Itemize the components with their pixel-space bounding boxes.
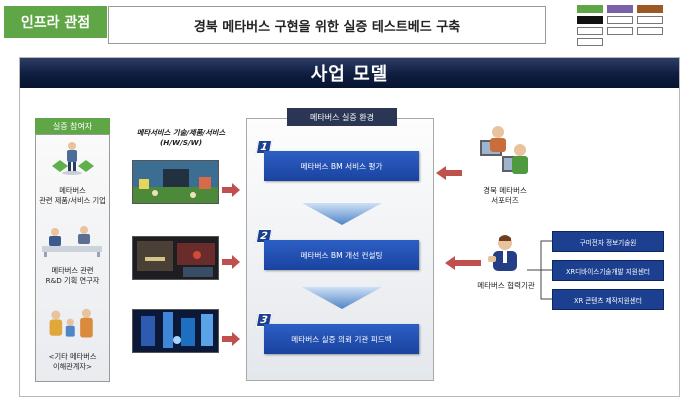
legend-swatch-blank [607, 27, 633, 35]
participant-label-line2: 이해관계자> [52, 362, 93, 371]
participant-label-line2: 관련 제품/서비스 기업 [39, 196, 106, 205]
partner-org-3: XR 콘텐츠 제작지원센터 [552, 289, 664, 310]
legend-swatch-blank [637, 27, 663, 35]
partners-label: 메타버스 협력기관 [477, 281, 535, 290]
participant-label-researchers: 메타버스 관련 R&D 기획 연구자 [35, 266, 110, 286]
step-box-3: 메타버스 실증 의뢰 기관 피드백 [264, 324, 419, 354]
step-box-1: 메타버스 BM 서비스 평가 [264, 151, 419, 181]
legend-swatch-blank [607, 16, 633, 24]
partner-org-2: XR디바이스기술개발 지원센터 [552, 260, 664, 281]
business-model-frame: 사업 모델 [19, 57, 680, 397]
supporters-label-line1: 경북 메타버스 [483, 186, 527, 195]
participant-label-line1: 메타버스 관련 [51, 266, 94, 275]
legend-swatch-black [577, 16, 603, 24]
legend-swatch-brown [637, 5, 663, 13]
page-title: 경북 메타버스 구현을 위한 실증 테스트베드 구축 [108, 6, 546, 44]
arrow-down-icon [302, 203, 382, 225]
perspective-tag: 인프라 관점 [4, 6, 107, 38]
metaverse-scene-image [133, 310, 218, 352]
partner-org-1: 구미전자 정보기술원 [552, 231, 664, 252]
arrow-down-icon [302, 287, 382, 309]
participants-header: 실증 참여자 [35, 118, 110, 134]
participant-label-stakeholders: <기타 메타버스 이해관계자> [35, 352, 110, 372]
legend-swatch-purple [607, 5, 633, 13]
supporters-label-line2: 서포터즈 [491, 196, 519, 205]
legend-swatch-green [577, 5, 603, 13]
metaverse-scene-image [133, 161, 218, 203]
participant-label-line2: R&D 기획 연구자 [45, 276, 100, 285]
supporters-label: 경북 메타버스 서포터즈 [470, 186, 540, 206]
arrow-right-icon [222, 183, 240, 197]
tech-title-line2: (H/W/S/W) [159, 138, 203, 147]
tech-thumbnail-2 [132, 236, 219, 280]
step-box-2: 메타버스 BM 개선 컨설팅 [264, 240, 419, 270]
participant-label-companies: 메타버스 관련 제품/서비스 기업 [35, 186, 110, 206]
legend-swatch-blank [577, 38, 603, 46]
tech-column-title: 메타서비스 기술/제품/서비스 (H/W/S/W) [126, 128, 236, 148]
tech-thumbnail-3 [132, 309, 219, 353]
participant-label-line1: 메타버스 [59, 186, 86, 195]
supporters-people-icon [480, 126, 528, 174]
tech-thumbnail-1 [132, 160, 219, 204]
partner-bracket [527, 240, 553, 300]
environment-header: 메타버스 실증 환경 [287, 108, 397, 126]
company-people-icon [52, 142, 94, 175]
arrow-left-icon [436, 166, 462, 180]
tech-title-line1: 메타서비스 기술/제품/서비스 [136, 128, 226, 137]
legend-swatch-blank [637, 16, 663, 24]
arrow-left-icon [445, 256, 481, 270]
partner-person-icon [488, 235, 517, 271]
section-banner: 사업 모델 [20, 58, 679, 88]
arrow-right-icon [222, 332, 240, 346]
metaverse-scene-image [133, 237, 218, 279]
participants-panel [35, 134, 110, 382]
legend-swatch-blank [577, 27, 603, 35]
arrow-right-icon [222, 255, 240, 269]
stakeholders-icon [49, 308, 93, 338]
researchers-icon [42, 226, 102, 257]
color-legend [577, 5, 663, 46]
participant-label-line1: <기타 메타버스 [48, 352, 97, 361]
